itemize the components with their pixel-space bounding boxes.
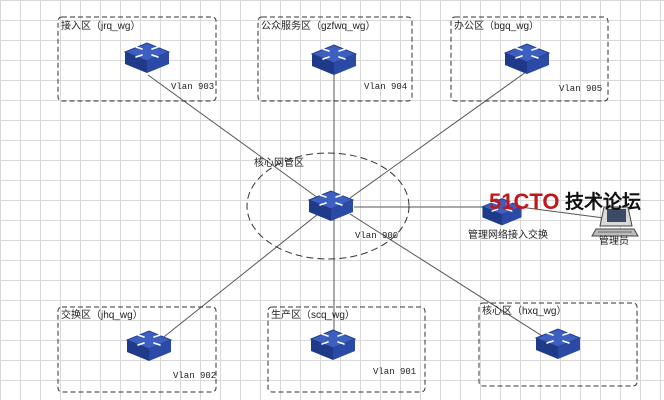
switch-gzfwq-icon[interactable] [311,44,357,76]
mgmt-switch-label: 管理网络接入交换 [468,228,548,241]
zone-label-jhq: 交换区（jhq_wg） [61,308,143,321]
switch-jrq-icon[interactable] [124,42,170,74]
link-mgmt-pc [519,206,605,219]
link-core-bgq [349,71,527,199]
zone-label-gzfwq: 公众服务区（gzfwq_wg） [261,19,375,32]
watermark-51cto: 51CTO [489,189,560,214]
zone-label-scq: 生产区（scq_wg） [271,308,355,321]
zone-box-bgq [450,16,609,102]
core-zone-label: 核心网管区 [254,156,304,169]
zone-box-gzfwq [257,16,413,102]
connection-lines [147,71,605,349]
zone-box-jrq [57,16,217,102]
zone-label-jrq: 接入区（jrq_wg） [61,19,140,32]
switch-scq-icon[interactable] [310,329,356,361]
switch-jhq-icon[interactable] [126,330,172,362]
vlan-label-gzfwq: Vlan 904 [364,82,407,92]
vlan-label-jhq: Vlan 902 [173,371,216,381]
core-zone-ellipse [246,152,410,260]
link-core-hxq [349,213,559,347]
zone-label-hxq: 核心区（hxq_wg） [482,304,566,317]
vlan-label-bgq: Vlan 905 [559,84,602,94]
link-core-jrq [147,74,319,199]
vlan-label-scq: Vlan 901 [373,367,416,377]
watermark-forum: 技术论坛 [565,190,641,213]
switch-hxq-icon[interactable] [535,328,581,360]
vlan-label-jrq: Vlan 903 [171,82,214,92]
switch-bgq-icon[interactable] [504,43,550,75]
zone-boxes [57,16,638,393]
zone-box-hxq [478,302,638,387]
zone-label-bgq: 办公区（bgq_wg） [454,19,539,32]
admin-pc-icon[interactable] [591,206,639,237]
zone-box-jhq [57,306,217,393]
zone-box-scq [267,306,426,393]
vlan-label-core: Vlan 900 [355,231,398,241]
link-core-jhq [149,213,319,349]
admin-pc-label: 管理员 [599,234,629,247]
